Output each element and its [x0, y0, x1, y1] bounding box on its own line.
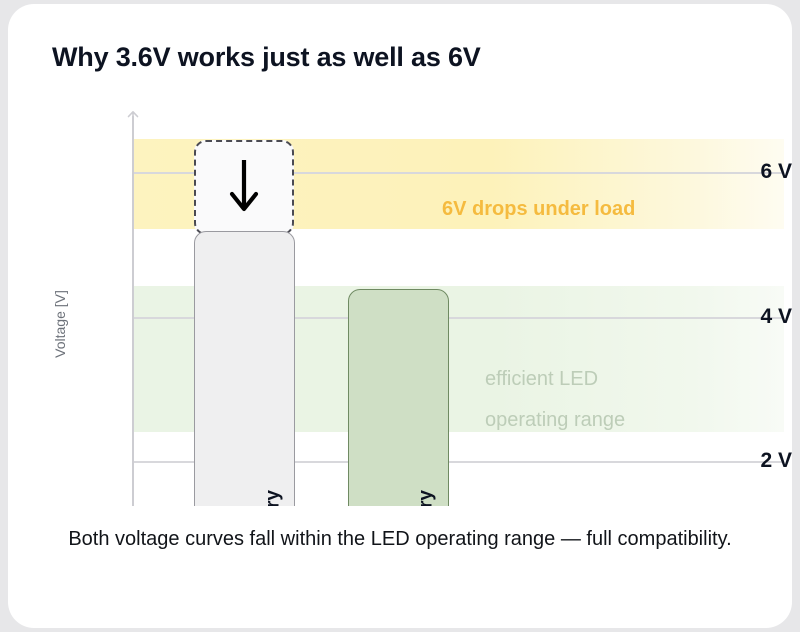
band-led-operating-range-label: efficient LED operating range	[485, 359, 625, 441]
chart-card: Why 3.6V works just as well as 6V 6 V 4 …	[8, 4, 792, 628]
page-title: Why 3.6V works just as well as 6V	[52, 42, 481, 72]
down-arrow-icon	[229, 159, 259, 213]
bar-6v-disposable-battery-label: 6V disposable battery	[262, 490, 284, 506]
gridline-6v	[133, 172, 784, 174]
y-axis-label: Voltage [V]	[52, 290, 68, 358]
y-tick-2v: 2 V	[760, 449, 792, 472]
band-6v-drop-label: 6V drops under load	[442, 198, 636, 220]
band-led-label-line-1: efficient LED	[485, 368, 599, 390]
y-tick-4v: 4 V	[760, 305, 792, 328]
chart-caption: Both voltage curves fall within the LED …	[68, 528, 732, 550]
y-tick-6v: 6 V	[760, 160, 792, 183]
gridline-2v	[133, 461, 784, 463]
band-led-label-line-2: operating range	[485, 409, 626, 431]
bar-36v-liion-battery-label: 3.6V Li-ion battery	[416, 490, 438, 506]
bar-6v-disposable-battery[interactable]: 6V disposable battery	[194, 231, 295, 506]
axis-arrow-icon	[126, 110, 140, 124]
chart-plot-area: 6 V 4 V 2 V Voltage [V] 6V drops under l…	[8, 4, 792, 506]
y-axis-line	[132, 116, 134, 506]
bar-36v-liion-battery[interactable]: 3.6V Li-ion battery	[348, 289, 449, 506]
gridline-4v	[133, 317, 784, 319]
